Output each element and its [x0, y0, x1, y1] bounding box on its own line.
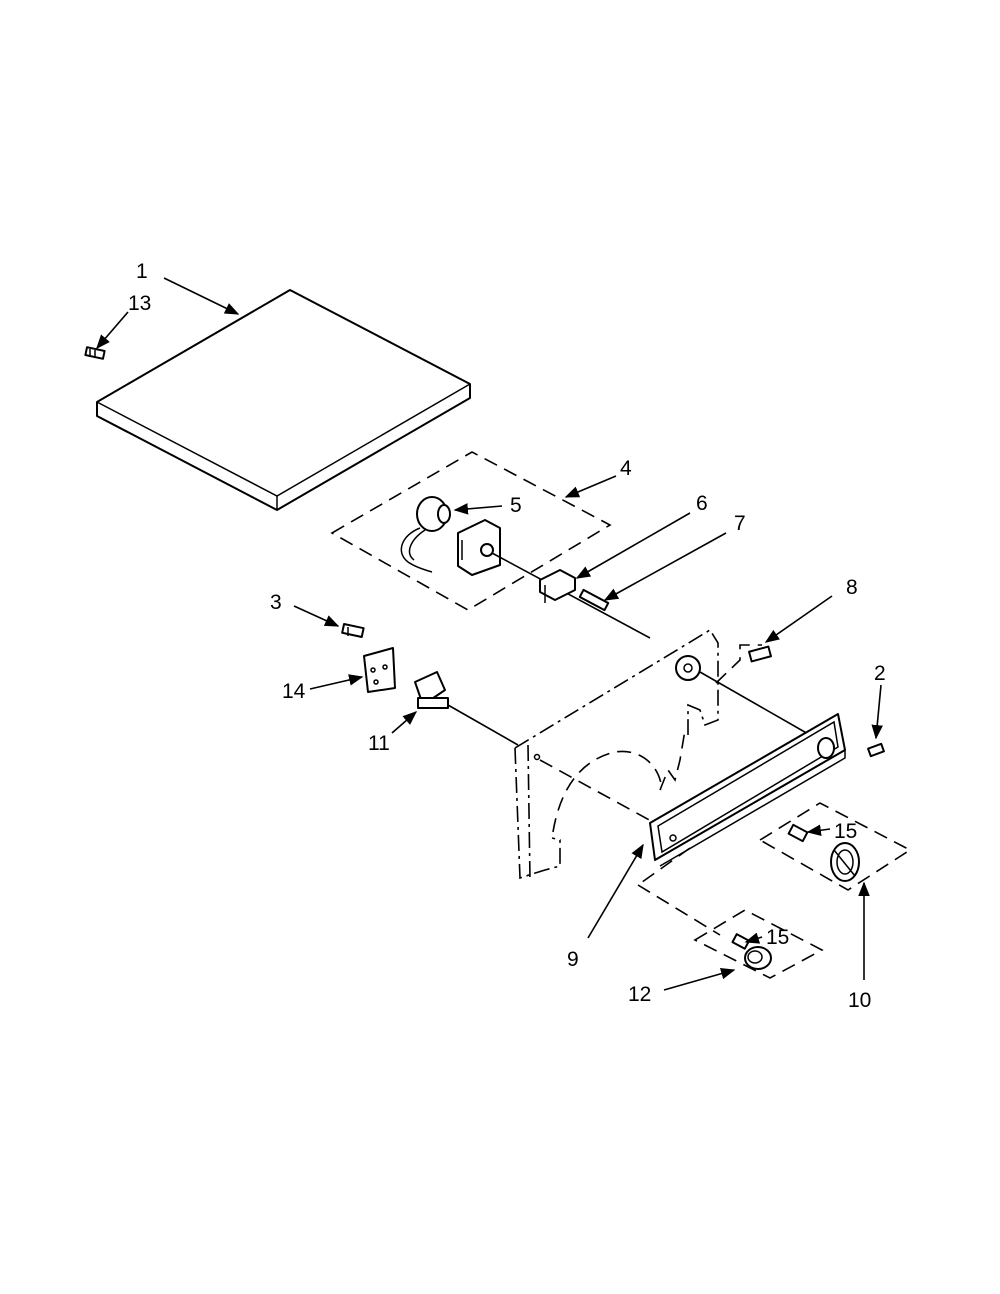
- callout-15-lower: 15: [766, 926, 789, 949]
- mounting-plate: [363, 647, 396, 693]
- leader-13: [96, 311, 129, 350]
- knob-large: [830, 842, 860, 882]
- screw-8: [715, 644, 772, 684]
- spring-clip-upper: [787, 823, 809, 843]
- timer-motor: [400, 496, 451, 573]
- knob-small: [744, 946, 772, 970]
- screw-3: [341, 623, 365, 638]
- callout-13: 13: [128, 292, 151, 315]
- timer-assembly-outline: [330, 451, 612, 611]
- callout-10: 10: [848, 989, 871, 1012]
- leader-2: [871, 684, 883, 740]
- callout-2: 2: [874, 662, 886, 685]
- callout-15-upper: 15: [834, 820, 857, 843]
- timer: [457, 519, 651, 639]
- callout-4: 4: [620, 457, 632, 480]
- leader-7: [603, 532, 727, 601]
- callout-5: 5: [510, 494, 522, 517]
- leader-15b: [744, 932, 763, 944]
- control-panel: [637, 713, 846, 936]
- screw-2: [867, 742, 885, 758]
- leader-3: [293, 605, 340, 627]
- leader-11: [391, 711, 418, 734]
- knob-small-outline: [693, 909, 824, 979]
- leader-6: [575, 512, 691, 579]
- leader-15a: [806, 824, 831, 836]
- screw-13: [84, 346, 106, 360]
- callout-9: 9: [567, 948, 579, 971]
- callout-6: 6: [696, 492, 708, 515]
- callout-8: 8: [846, 576, 858, 599]
- pin: [578, 588, 610, 612]
- leader-14: [309, 674, 364, 690]
- callout-14: 14: [282, 680, 306, 703]
- leader-9: [587, 843, 644, 939]
- callout-1: 1: [136, 260, 148, 283]
- spring-clip-lower: [731, 933, 751, 950]
- leader-8: [764, 595, 833, 643]
- callout-7: 7: [734, 512, 746, 535]
- leader-5: [453, 503, 503, 515]
- console-back: [514, 628, 811, 881]
- top-panel: [96, 289, 471, 511]
- callout-12: 12: [628, 983, 651, 1006]
- bracket: [539, 569, 576, 603]
- leader-12: [663, 968, 736, 991]
- hinge: [414, 671, 519, 746]
- knob-assembly-outline: [758, 802, 912, 891]
- leader-1: [163, 277, 240, 315]
- callout-11: 11: [368, 732, 390, 755]
- callout-3: 3: [270, 591, 282, 614]
- leader-4: [564, 475, 617, 498]
